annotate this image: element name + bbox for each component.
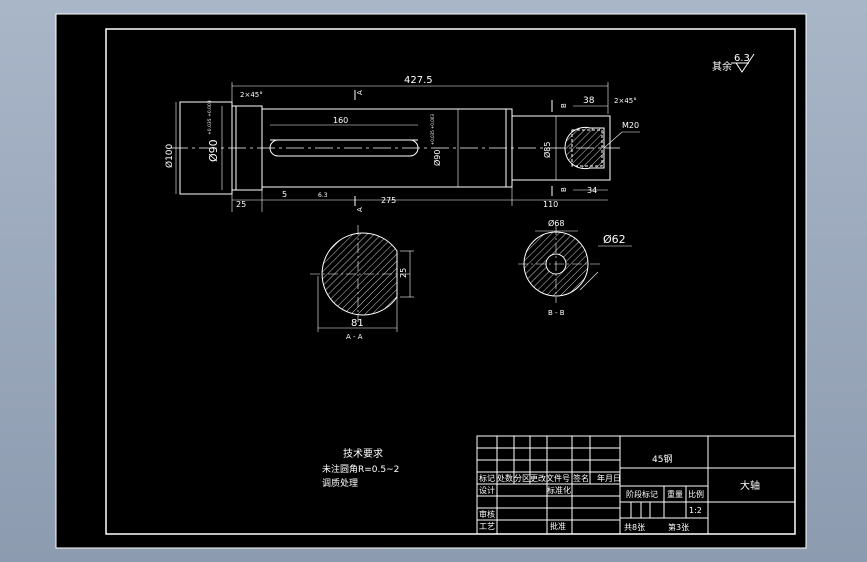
tech-req-line2: 调质处理 xyxy=(322,477,358,489)
dimensions-main xyxy=(175,82,640,212)
tb-process: 工艺 xyxy=(479,522,495,531)
shaft-main-view xyxy=(170,101,620,195)
tech-req-title: 技术要求 xyxy=(343,447,383,460)
dim-dia-90-right-tol: +0.035 +0.003 xyxy=(430,114,435,145)
dim-len-110: 110 xyxy=(543,200,558,209)
tb-h-sign: 签名 xyxy=(573,473,589,483)
roughness-symbol-icon xyxy=(735,53,755,73)
tb-stage-mark: 阶段标记 xyxy=(626,489,658,499)
tb-sheet-no: 第3张 xyxy=(668,522,689,532)
tb-scale: 1:2 xyxy=(689,506,702,515)
section-b-top: B xyxy=(560,103,568,108)
dim-dia-90-main: Ø90 xyxy=(207,139,220,162)
dim-thread-m20: M20 xyxy=(622,121,639,130)
tb-part-name: 大轴 xyxy=(740,479,760,492)
tb-ratio: 比例 xyxy=(688,489,704,499)
tb-sheets-total: 共8张 xyxy=(624,523,645,532)
bb-dim-62: Ø62 xyxy=(603,233,626,246)
tb-h-count: 处数 xyxy=(497,473,513,483)
dim-len-275: 275 xyxy=(381,196,396,205)
bb-section-label: B - B xyxy=(548,309,565,317)
section-a-bottom: A xyxy=(356,207,364,212)
dim-len-25: 25 xyxy=(236,200,246,209)
section-aa-view xyxy=(310,225,414,332)
drawing-sheet xyxy=(55,13,807,549)
tb-check: 审核 xyxy=(479,509,495,519)
tb-h-zone: 分区 xyxy=(514,474,530,483)
aa-dim-81-label: 81 xyxy=(351,318,364,329)
dim-dia-85: Ø85 xyxy=(542,142,552,158)
dim-roughness-small: 6.3 xyxy=(318,192,328,199)
tech-req-line1: 未注圆角R=0.5~2 xyxy=(322,463,399,475)
tb-design: 设计 xyxy=(479,485,495,495)
dim-chamfer-left: 2×45° xyxy=(240,91,263,99)
dim-dia-90-right: Ø90 xyxy=(432,150,442,166)
tb-h-change-doc: 更改文件号 xyxy=(530,473,570,483)
dim-overall-length: 427.5 xyxy=(404,75,433,86)
roughness-general: 其余 6.3 xyxy=(712,53,755,73)
bb-dim-68: Ø68 xyxy=(548,218,564,228)
drawing-border xyxy=(105,28,796,535)
dim-chamfer-right: 2×45° xyxy=(614,97,637,105)
dim-len-38: 38 xyxy=(583,96,595,106)
dim-keyway-length: 160 xyxy=(333,116,348,125)
dim-dia-90-main-tol: +0.035 +0.003 xyxy=(207,100,213,135)
section-a-top: A xyxy=(356,90,364,95)
roughness-prefix: 其余 xyxy=(712,60,732,73)
tb-material: 45钢 xyxy=(652,453,672,465)
tb-weight: 重量 xyxy=(667,489,683,499)
dim-dia-100: Ø100 xyxy=(164,143,175,168)
tb-h-mark: 标记 xyxy=(479,473,495,483)
dim-len-5: 5 xyxy=(282,190,287,199)
aa-section-label: A - A xyxy=(346,333,363,341)
tb-h-date: 年月日 xyxy=(597,473,621,483)
tb-approve: 批准 xyxy=(550,521,566,531)
title-block xyxy=(476,435,796,535)
aa-dim-25-label: 25 xyxy=(399,268,408,278)
dim-len-34: 34 xyxy=(587,186,597,195)
section-bb-view xyxy=(518,225,632,303)
tb-standard: 标准化 xyxy=(547,485,571,495)
roughness-value: 6.3 xyxy=(734,53,750,64)
section-b-bottom: B xyxy=(560,187,568,192)
